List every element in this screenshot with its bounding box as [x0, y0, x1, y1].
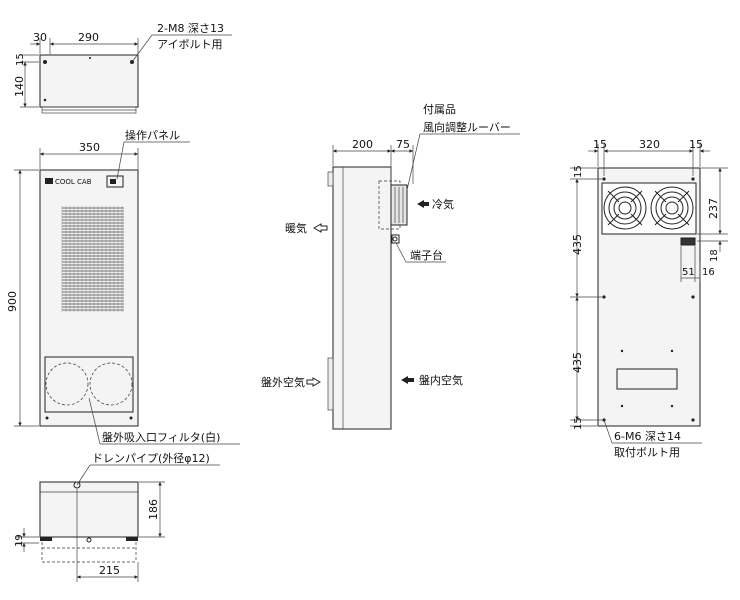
top-view-body: [39, 54, 139, 108]
dim-200: 200: [352, 138, 373, 151]
bolt-spec-label: 2-M8 深さ13: [157, 22, 224, 35]
cold-air-label: 冷気: [432, 197, 454, 211]
inside-air-arrow: [401, 376, 414, 384]
fan-outline-left: [45, 362, 89, 406]
side-view: 200 75 付属品 風向調整ルーバー 冷気 暖気 端子台 盤外空気 盤内空気: [261, 103, 520, 430]
top-view: 30 290 15 140 2-M8 深さ13 アイボルト用: [13, 22, 232, 114]
dim-140: 140: [13, 76, 26, 97]
outside-air-arrow: [306, 377, 322, 387]
outside-air-label: 盤外空気: [261, 375, 305, 389]
dim-15-rear-top: 15: [573, 165, 584, 178]
fan-right: [650, 186, 694, 230]
side-view-body: [332, 166, 392, 430]
brand-plate: [45, 178, 53, 184]
operation-panel: [106, 175, 124, 188]
dim-19: 19: [14, 534, 25, 547]
dim-51: 51: [682, 267, 695, 278]
dim-15-rear-left: 15: [593, 138, 607, 151]
dim-15-top: 15: [15, 53, 26, 66]
dim-237: 237: [707, 198, 720, 219]
dim-30: 30: [33, 31, 47, 44]
drain-pipe-label: ドレンパイプ(外径φ12): [92, 452, 210, 465]
dim-18: 18: [709, 249, 720, 262]
inlet-filter-frame: [44, 356, 134, 413]
louver-label: 風向調整ルーバー: [423, 120, 511, 134]
dim-215: 215: [99, 564, 120, 577]
fan-left: [603, 186, 647, 230]
accessory-label: 付属品: [423, 103, 456, 116]
dim-435-upper: 435: [571, 234, 584, 255]
dim-350: 350: [79, 141, 100, 154]
dim-75: 75: [396, 138, 410, 151]
drain-pipe: [73, 481, 81, 489]
terminal-block: [391, 234, 400, 244]
front-grille: [61, 206, 124, 312]
bottom-view: ドレンパイプ(外径φ12) 186 19 215: [14, 452, 220, 582]
fan-outline-right: [89, 362, 133, 406]
dim-15-rear-right: 15: [689, 138, 703, 151]
inlet-filter-label: 盤外吸入口フィルタ(白): [102, 430, 220, 444]
dim-320: 320: [639, 138, 660, 151]
warm-air-label: 暖気: [285, 221, 307, 235]
rear-terminal: [680, 237, 696, 246]
fan-housing: [601, 182, 697, 235]
cold-air-arrow: [417, 200, 429, 208]
front-view: COOL CAB 350 900 操作パネル 盤外吸入口フィルタ(白): [6, 128, 240, 445]
mount-use-label: 取付ボルト用: [614, 446, 680, 459]
bolt-use-label: アイボルト用: [157, 38, 222, 51]
dim-16: 16: [702, 267, 715, 278]
eyebolt-hole-left: [43, 60, 47, 64]
dim-435-lower: 435: [571, 352, 584, 373]
brand-name: COOL CAB: [55, 178, 92, 186]
terminal-label: 端子台: [410, 248, 443, 262]
warm-air-arrow: [312, 223, 328, 233]
rear-plate: [616, 368, 678, 390]
dim-15-rear-bottom: 15: [573, 417, 584, 430]
mount-spec-label: 6-M6 深さ14: [614, 430, 681, 443]
rear-view: 15 320 15 15 435 435 15 237 18 51 16 6-M…: [570, 138, 728, 459]
dim-290: 290: [78, 31, 99, 44]
operation-panel-label: 操作パネル: [125, 128, 180, 142]
dim-900: 900: [6, 291, 19, 312]
dim-186: 186: [147, 499, 160, 520]
inside-air-label: 盤内空気: [419, 373, 463, 387]
bottom-view-body: [39, 481, 139, 538]
